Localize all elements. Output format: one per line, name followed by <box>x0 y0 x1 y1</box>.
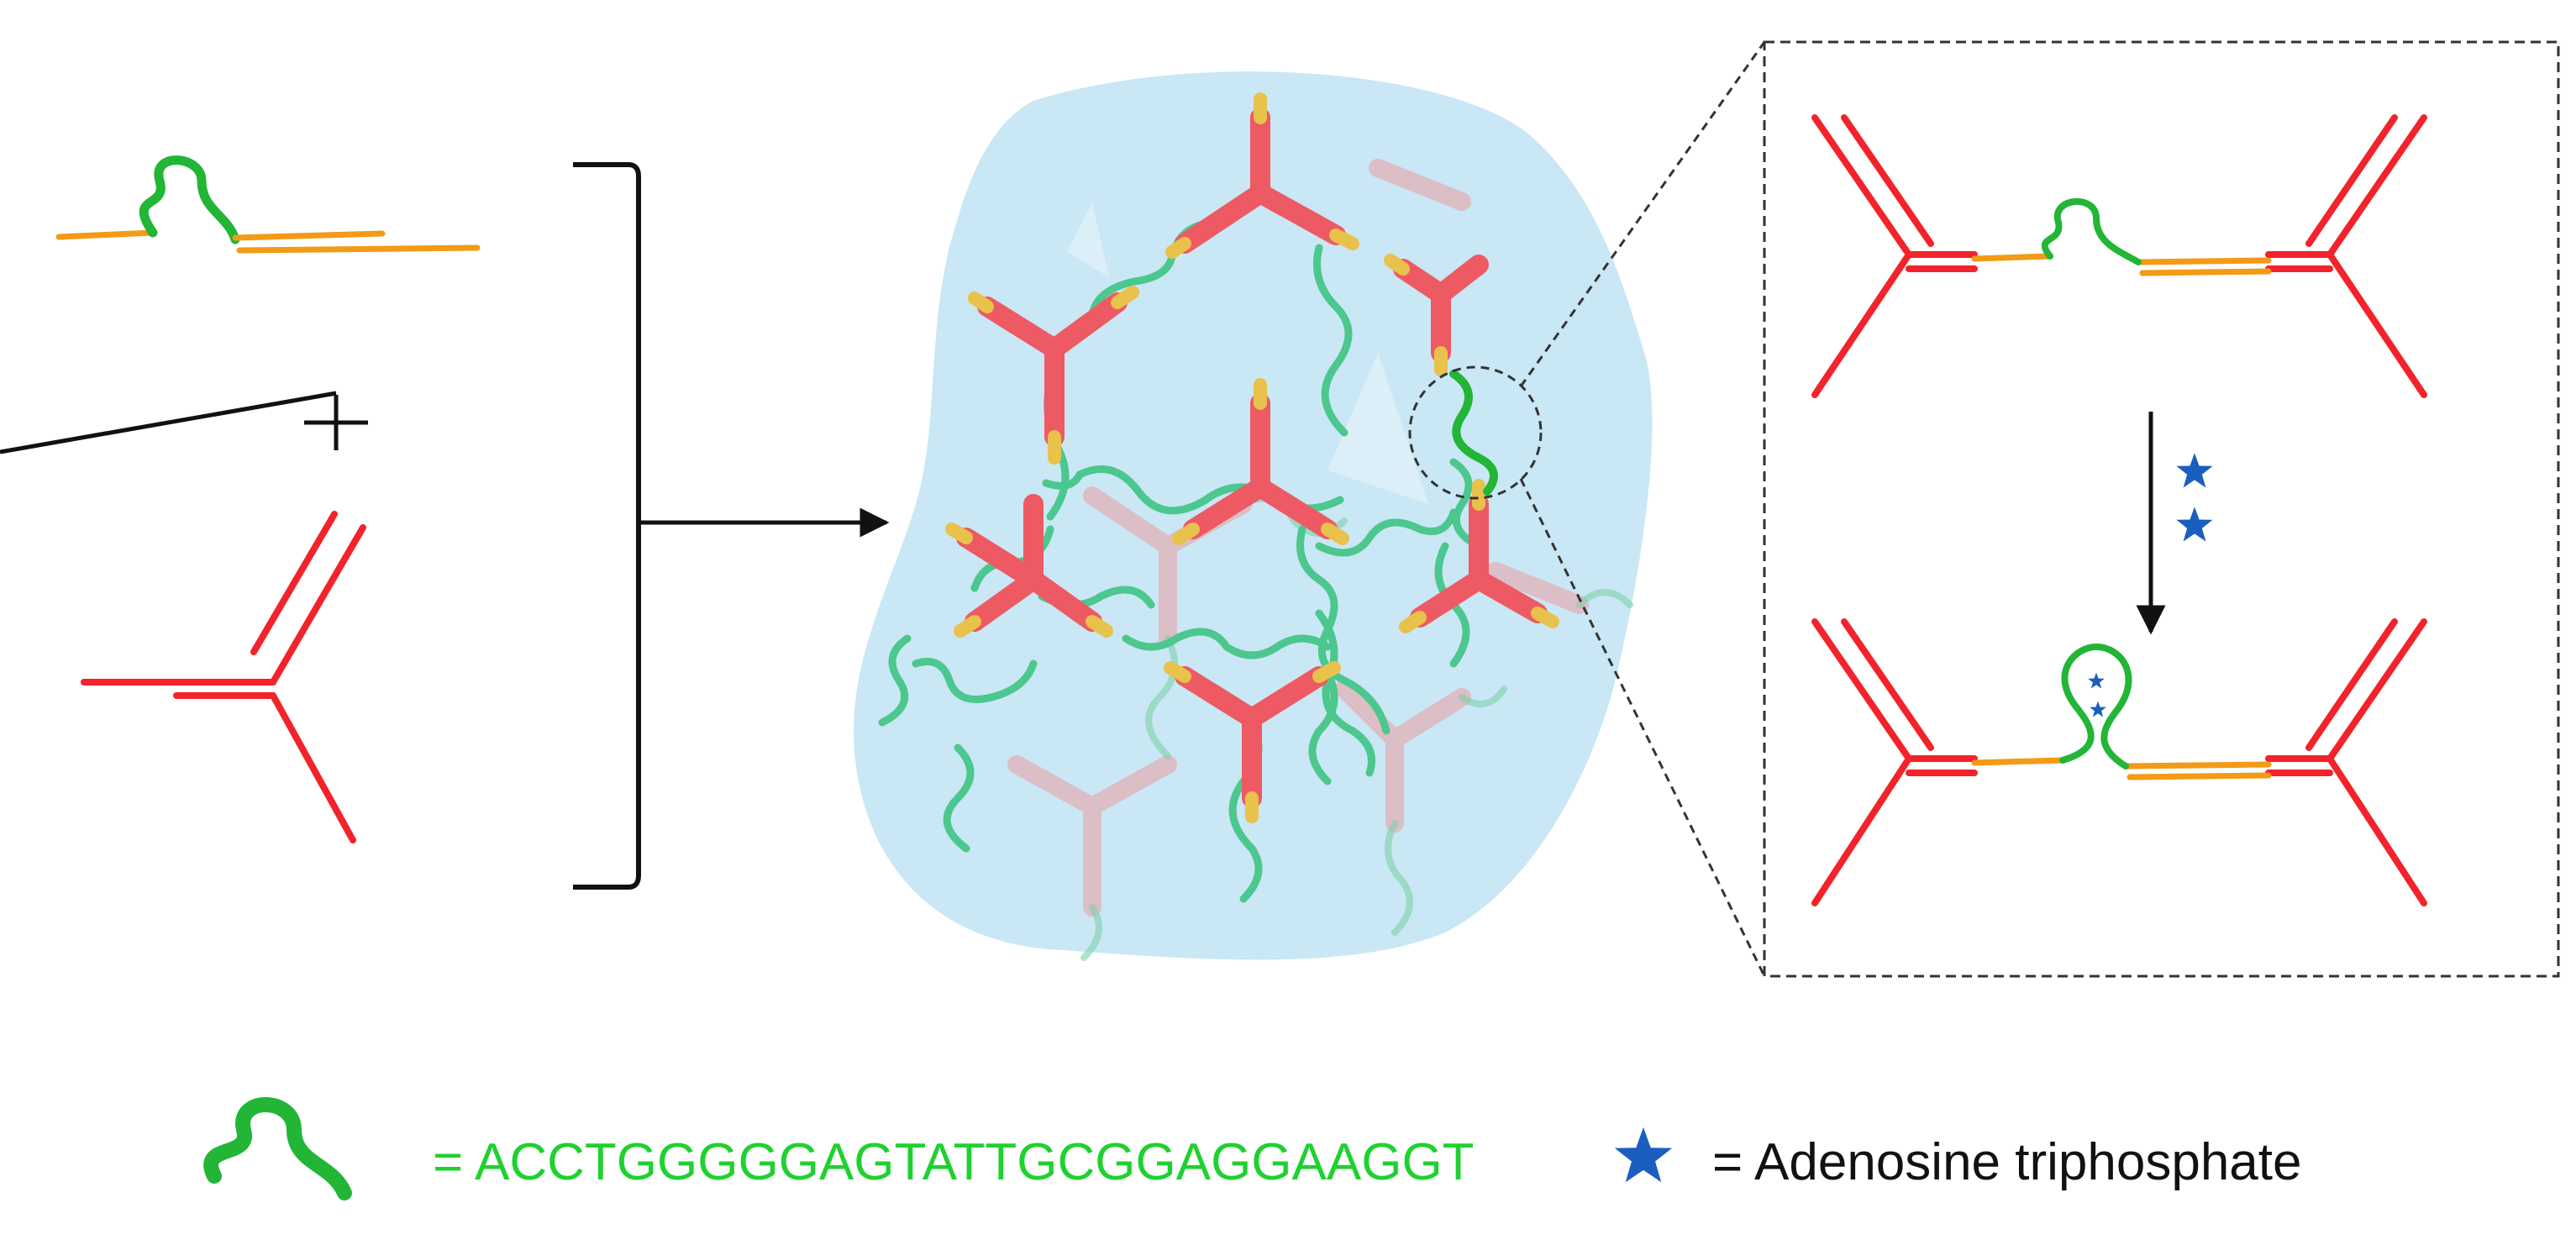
y-scaffold-component <box>81 511 366 843</box>
unbound-state <box>1811 114 2427 398</box>
hydrogel-network <box>854 71 1653 961</box>
zoom-circle <box>1408 365 1543 500</box>
plus-sign <box>0 391 368 454</box>
atp-star-icon <box>2176 453 2213 488</box>
atp-star-icon <box>2176 507 2213 542</box>
aptamer-legend-icon <box>203 1097 352 1200</box>
linker-strand-component <box>55 155 481 254</box>
zoom-box <box>1763 40 2560 978</box>
grouping-bracket <box>573 162 641 890</box>
atp-legend-star-icon <box>1614 1127 1673 1183</box>
aptamer-sequence-label: = ACCTGGGGGAGTATTGCGGAGGAAGGT <box>433 1133 1475 1191</box>
bound-state <box>1811 618 2427 906</box>
atp-legend-label: = Adenosine triphosphate <box>1712 1133 2302 1191</box>
